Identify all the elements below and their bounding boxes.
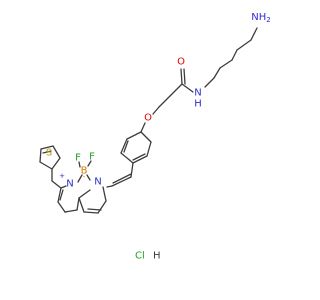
bond-lines xyxy=(39,27,258,214)
bond-line xyxy=(78,161,81,168)
bond-line xyxy=(42,150,52,154)
bond-line xyxy=(39,161,53,170)
bond-line xyxy=(140,131,152,143)
bond-line xyxy=(169,83,183,97)
bond-line xyxy=(250,27,258,41)
bond-line xyxy=(97,200,107,214)
bond-line xyxy=(106,185,113,188)
bond-line xyxy=(102,186,107,202)
bond-line xyxy=(59,189,64,201)
bond-line xyxy=(204,77,215,88)
bond-line xyxy=(39,148,42,163)
bond-line xyxy=(83,211,99,214)
bond-line xyxy=(40,145,54,150)
thiophene-sulfur-label: S xyxy=(46,148,52,159)
fluorine-2-label: F xyxy=(89,152,95,163)
carbonyl-oxygen-label: O xyxy=(177,57,185,68)
bond-line xyxy=(231,49,238,61)
bond-line xyxy=(120,152,134,164)
bond-line xyxy=(60,185,67,189)
bond-line xyxy=(181,83,194,93)
bond-line xyxy=(146,141,152,157)
molecule-structure-diagram: NH2 N H O O S N + N - B F F Cl H xyxy=(39,12,271,262)
bond-line xyxy=(180,68,183,85)
bond-line xyxy=(112,173,132,184)
bond-line xyxy=(213,67,221,79)
bond-line xyxy=(126,131,142,140)
bond-line xyxy=(78,189,91,199)
ether-oxygen-label: O xyxy=(144,113,152,124)
bond-line xyxy=(236,39,252,51)
bond-line xyxy=(51,157,61,170)
pyrrole-n-plus-label: N xyxy=(66,179,73,190)
bond-line xyxy=(111,176,132,187)
boron-label: B xyxy=(81,166,88,177)
bond-line xyxy=(219,59,233,69)
amide-nitrogen-label: N xyxy=(194,88,201,99)
bond-line xyxy=(132,153,146,161)
amine-label: NH2 xyxy=(251,12,270,25)
bond-line xyxy=(132,155,148,164)
bond-line xyxy=(64,209,78,213)
bond-line xyxy=(51,180,62,189)
bond-line xyxy=(76,197,80,211)
bond-line xyxy=(77,174,83,183)
pyrrole-n-minus-label: N xyxy=(94,177,101,188)
hydrogen-label: H xyxy=(153,251,161,262)
bond-line xyxy=(120,138,128,154)
bond-line xyxy=(57,187,62,203)
bond-line xyxy=(87,208,102,211)
bond-line xyxy=(52,145,61,159)
fluorine-1-label: F xyxy=(75,153,81,164)
bond-line xyxy=(130,162,134,178)
bond-line xyxy=(152,106,160,115)
bond-line xyxy=(123,140,129,153)
bond-line xyxy=(183,68,186,85)
bond-line xyxy=(86,174,91,181)
chlorine-label: Cl xyxy=(135,251,145,262)
negative-charge-label: - xyxy=(83,173,86,181)
bond-line xyxy=(57,201,66,213)
amide-hydrogen-label: H xyxy=(194,99,202,110)
bond-line xyxy=(140,122,146,133)
bond-line xyxy=(87,160,92,167)
positive-charge-label: + xyxy=(59,172,65,180)
bond-line xyxy=(78,197,85,213)
bond-line xyxy=(158,95,171,108)
